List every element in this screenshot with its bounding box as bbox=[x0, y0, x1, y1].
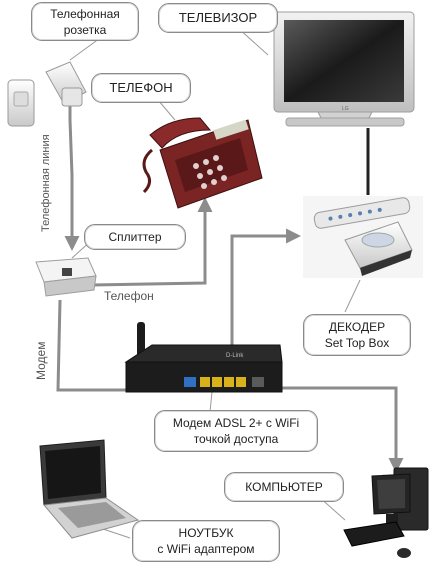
phone-line-wire bbox=[64, 105, 80, 251]
phone-cable-label: Телефон bbox=[104, 289, 154, 303]
tv-callout: ТЕЛЕВИЗОР bbox=[158, 3, 278, 33]
decoder-device bbox=[303, 196, 423, 278]
laptop-label-line1: НОУТБУК bbox=[178, 526, 234, 540]
decoder-label-line2: Set Top Box bbox=[324, 336, 390, 350]
tv-logo: LG bbox=[342, 106, 349, 112]
computer-callout: КОМПЬЮТЕР bbox=[224, 472, 344, 502]
computer-label: КОМПЬЮТЕР bbox=[245, 480, 323, 494]
laptop-label-line2: с WiFi адаптером bbox=[157, 542, 255, 556]
decoder-label-line1: ДЕКОДЕР bbox=[328, 320, 386, 334]
computer-device bbox=[343, 467, 429, 558]
modem-label-line2: точкой доступа bbox=[193, 432, 279, 446]
router-logo: D-Link bbox=[226, 353, 244, 359]
splitter-label: Сплиттер bbox=[108, 230, 162, 244]
telephone-device bbox=[142, 117, 263, 209]
phone-socket-label: Телефонная розетка bbox=[50, 7, 120, 37]
phone-socket-device bbox=[7, 61, 87, 127]
modem-callout: Модем ADSL 2+ с WiFi точкой доступа bbox=[154, 410, 318, 452]
tv-device: LG bbox=[273, 11, 415, 127]
laptop-callout: НОУТБУК с WiFi адаптером bbox=[132, 520, 280, 562]
phone-socket-callout: Телефонная розетка bbox=[31, 2, 139, 41]
splitter-callout: Сплиттер bbox=[84, 224, 186, 250]
splitter-device bbox=[35, 257, 97, 297]
phone-callout: ТЕЛЕФОН bbox=[91, 73, 191, 103]
decoder-callout: ДЕКОДЕР Set Top Box bbox=[303, 314, 411, 356]
laptop-device bbox=[39, 439, 140, 539]
tv-label: ТЕЛЕВИЗОР bbox=[178, 10, 258, 25]
phone-line-label: Телефонная линия bbox=[40, 134, 52, 232]
phone-cable-wire bbox=[91, 197, 213, 287]
decoder-cable-wire bbox=[230, 228, 301, 388]
router-device: D-Link bbox=[124, 322, 283, 393]
modem-cable-label: Модем bbox=[34, 341, 48, 380]
modem-label-line1: Модем ADSL 2+ с WiFi bbox=[172, 416, 300, 430]
phone-label: ТЕЛЕФОН bbox=[109, 80, 173, 95]
